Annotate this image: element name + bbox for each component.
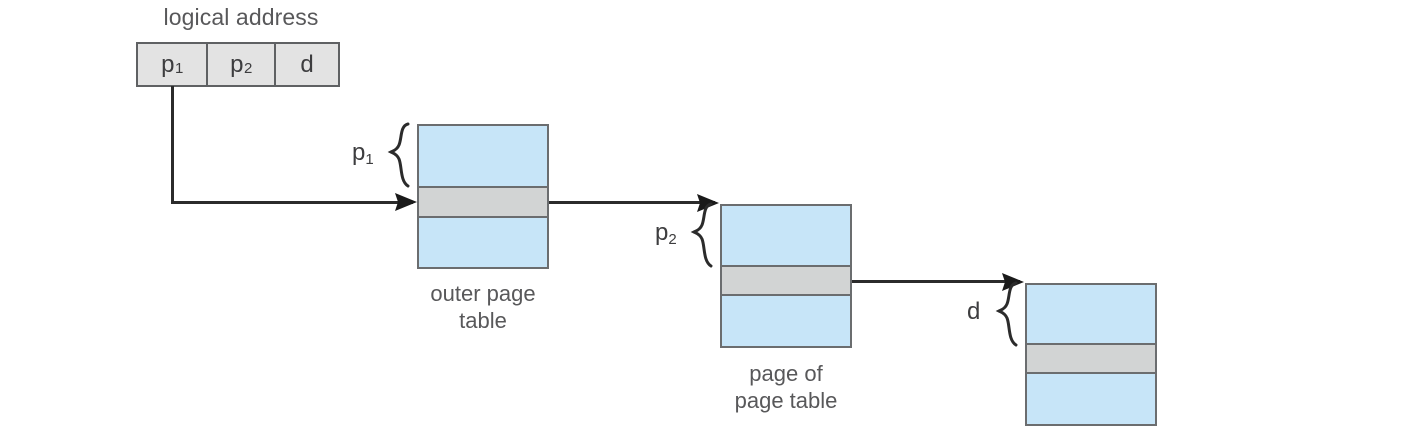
outer-page-table-entries-bottom	[419, 218, 547, 267]
brace-d	[995, 281, 1018, 347]
address-field-d-label: d	[300, 50, 314, 78]
outer-page-table-selected-entry	[419, 186, 547, 218]
index-label-d-text: d	[967, 298, 981, 325]
outer-page-table-caption: outer page table	[430, 281, 536, 333]
memory-frame-block	[1025, 283, 1157, 426]
brace-p2	[690, 202, 713, 268]
brace-p1	[387, 122, 410, 188]
outer-page-table-block	[417, 124, 549, 269]
index-label-p2: p2	[655, 219, 677, 248]
page-of-page-table-caption: page of page table	[734, 361, 838, 413]
wire-p1-horizontal	[171, 201, 413, 204]
index-label-p1-text: p	[352, 139, 366, 166]
page-of-page-table-entries-bottom	[722, 296, 850, 346]
wire-outer-to-page-table	[549, 201, 715, 204]
memory-frame-entries-bottom	[1027, 374, 1155, 424]
page-of-page-table-entries-top	[722, 206, 850, 265]
address-field-p1-label: p	[161, 50, 175, 78]
logical-address-caption: logical address	[163, 4, 319, 30]
wire-p1-vertical	[171, 86, 174, 204]
address-field-p2-label: p	[230, 50, 244, 78]
wire-page-table-to-memory	[852, 280, 1020, 283]
index-label-d: d	[967, 298, 980, 326]
outer-page-table-entries-top	[419, 126, 547, 186]
page-of-page-table-block	[720, 204, 852, 348]
index-label-p1: p1	[352, 139, 374, 168]
index-label-p1-subscript: 1	[365, 151, 374, 168]
page-of-page-table-selected-entry	[722, 265, 850, 296]
memory-frame-entries-top	[1027, 285, 1155, 343]
memory-frame-selected-entry	[1027, 343, 1155, 374]
address-field-p2-subscript: 2	[244, 60, 253, 77]
address-field-d: d	[274, 44, 338, 85]
index-label-p2-text: p	[655, 219, 669, 246]
index-label-p2-subscript: 2	[668, 231, 677, 248]
address-field-p1-subscript: 1	[175, 60, 184, 77]
